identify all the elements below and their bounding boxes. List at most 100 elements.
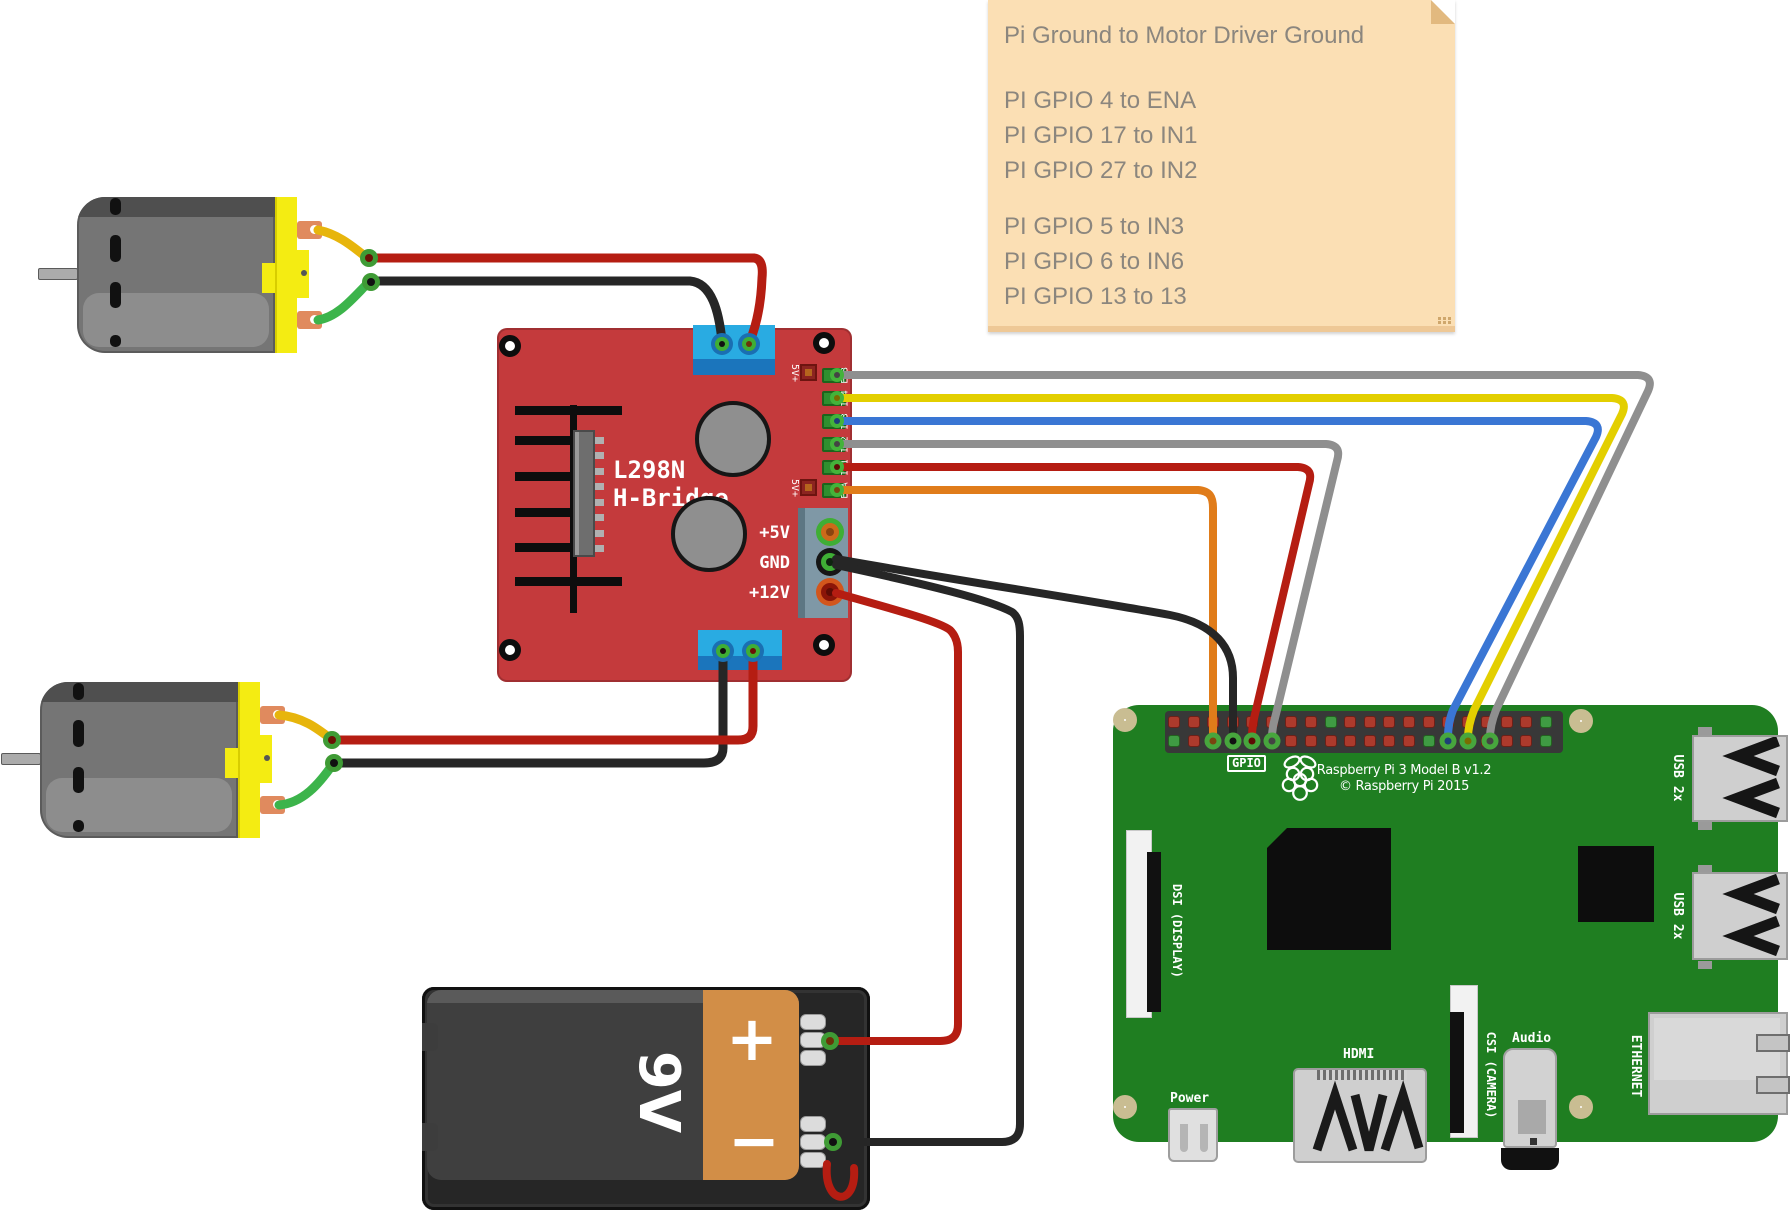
regulator-component <box>800 364 817 381</box>
gpio-label: GPIO <box>1227 755 1266 772</box>
battery-terminal-metal <box>800 1152 826 1168</box>
usb-port-graphic <box>1722 873 1780 957</box>
heatsink-fin <box>515 577 622 586</box>
gpio-pin <box>1363 735 1376 747</box>
ic-pin <box>595 499 604 506</box>
note-line: PI GPIO 5 to IN3 <box>1004 213 1185 240</box>
motor-vent <box>110 235 121 262</box>
note-folded-corner <box>1431 0 1455 24</box>
ethernet-prong <box>1756 1076 1790 1094</box>
mounting-hole <box>1569 709 1593 733</box>
note-line: PI GPIO 27 to IN2 <box>1004 157 1198 184</box>
battery-terminal-metal <box>800 1116 826 1132</box>
ic-pin <box>595 452 604 459</box>
battery-minus-label: − <box>728 1104 780 1177</box>
motor-shaft-dot <box>264 755 270 761</box>
dsi-connector <box>1147 852 1161 1012</box>
usb-tab <box>1698 865 1712 873</box>
sticky-note: Pi Ground to Motor Driver Ground PI GPIO… <box>988 0 1455 332</box>
heatsink-fin <box>515 472 573 481</box>
battery-plus-label: + <box>726 1002 778 1075</box>
gpio-pin <box>1168 735 1180 747</box>
motor-body <box>77 197 275 353</box>
note-grip-dots <box>1438 317 1441 320</box>
gpio-pin <box>1383 735 1396 747</box>
note-text: Pi Ground to Motor Driver Ground PI GPIO… <box>1004 18 1434 314</box>
gpio-pin <box>1540 716 1553 728</box>
ic-pin <box>595 545 604 552</box>
motor-end-cap <box>238 682 260 838</box>
wire-ena-orange <box>832 486 1217 742</box>
usb-tab <box>1698 727 1712 735</box>
wire-in2-gray <box>832 440 1343 742</box>
battery-terminal-metal <box>800 1014 826 1030</box>
motor-end-tab <box>258 735 272 783</box>
hdmi-connector <box>1293 1068 1427 1163</box>
board-title-line1: L298N <box>613 456 686 484</box>
ic-pin <box>595 483 604 490</box>
wire-in4-yellow <box>832 394 1628 742</box>
motor-vent <box>73 820 84 832</box>
heatsink-fin <box>515 508 573 517</box>
gpio-pin <box>1500 716 1513 728</box>
motor-top-band <box>40 682 238 702</box>
wire-gnd-to-battery <box>832 561 1024 1146</box>
capacitor <box>695 401 771 477</box>
label-5v: +5V <box>759 523 790 543</box>
gpio-pin <box>1168 716 1180 728</box>
battery-holder <box>422 987 870 1210</box>
mounting-hole <box>499 639 521 661</box>
note-line: PI GPIO 17 to IN1 <box>1004 122 1198 149</box>
gpio-pin <box>1324 735 1337 747</box>
raspberry-pi-logo <box>1281 755 1319 801</box>
hdmi-port-graphic <box>1312 1080 1424 1152</box>
heatsink-fin <box>515 436 573 445</box>
note-line: PI GPIO 13 to 13 <box>1004 283 1187 310</box>
pi-silkscreen-title: Raspberry Pi 3 Model B v1.2 © Raspberry … <box>1294 763 1514 795</box>
gpio-pin <box>1344 716 1357 728</box>
pi-copyright-text: © Raspberry Pi 2015 <box>1338 779 1470 794</box>
holder-clip <box>422 1023 438 1051</box>
usb-connector-bottom <box>1692 872 1788 960</box>
heatsink-fin <box>515 406 622 415</box>
audio-jack <box>1503 1048 1557 1148</box>
wire-motor1-green <box>313 278 373 325</box>
motor-vent <box>73 683 84 700</box>
wire-motor1-black <box>366 276 727 346</box>
gpio-pin <box>1344 735 1357 747</box>
motor-body <box>40 682 238 838</box>
wire-motor2-black <box>329 651 728 768</box>
mounting-hole <box>1113 708 1137 732</box>
wire-gnd-to-pi <box>832 555 1237 742</box>
ic-pin <box>595 468 604 475</box>
wire-in1-red <box>832 463 1315 742</box>
note-group-motor-b: PI GPIO 5 to IN3 PI GPIO 6 to IN6 PI GPI… <box>1004 209 1434 314</box>
audio-dot <box>1530 1138 1537 1145</box>
motor-vent <box>73 720 84 747</box>
motor-vent <box>110 335 121 347</box>
battery-terminal-metal <box>800 1050 826 1066</box>
wire-in3-blue <box>832 417 1602 742</box>
gpio-pin <box>1540 735 1553 747</box>
motor-end-tab <box>225 748 239 778</box>
audio-inner <box>1518 1100 1546 1134</box>
usb-ethernet-chip <box>1578 846 1654 922</box>
terminal-12v <box>816 578 844 606</box>
gpio-pin <box>1187 735 1200 747</box>
label-gnd: GND <box>759 553 790 573</box>
ethernet-prong <box>1756 1034 1790 1052</box>
wire-12v-to-battery <box>832 589 962 1045</box>
motor-vent <box>110 198 121 215</box>
connection-pads <box>323 249 1499 1151</box>
usb-tab <box>1698 822 1712 830</box>
motor-top-band <box>77 197 275 217</box>
raspberry-pi-board: GPIO Raspberry Pi 3 Model B v1.2 © Raspb… <box>1113 705 1788 1170</box>
mounting-hole <box>813 332 835 354</box>
gpio-pin <box>1305 716 1318 728</box>
hdmi-contacts <box>1317 1070 1407 1080</box>
gpio-pin <box>1520 735 1533 747</box>
gpio-pin <box>1422 716 1435 728</box>
mounting-hole <box>813 634 835 656</box>
